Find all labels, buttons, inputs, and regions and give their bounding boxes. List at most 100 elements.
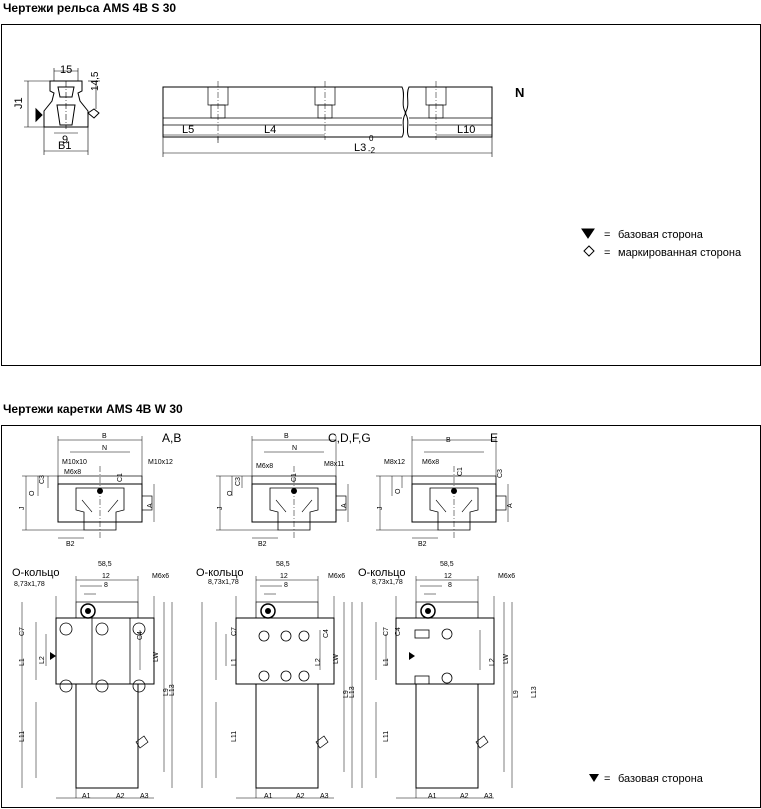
dim-ab-m3: M10x12 xyxy=(148,459,173,466)
plan-e-585: 58,5 xyxy=(440,561,454,568)
plan-ab-l13: L13 xyxy=(169,684,176,696)
dim-ab-b: B xyxy=(102,433,107,440)
dim-e-m2: M6x8 xyxy=(422,459,439,466)
plan-cdfg-585: 58,5 xyxy=(276,561,290,568)
plan-e-12: 12 xyxy=(444,573,452,580)
dim-height: 14,5 xyxy=(90,71,101,91)
plan-e-a2: A2 xyxy=(460,793,469,800)
dim-e-c3: C3 xyxy=(497,469,504,478)
carriage-legend-text: базовая сторона xyxy=(618,773,704,785)
carriage-labels: A,B B N M10x10 M6x8 M10x12 C1 C3 O J A B… xyxy=(12,431,704,800)
base-side-triangle-icon xyxy=(35,107,43,123)
plan-e-l11: L11 xyxy=(383,731,390,742)
variant-label-cdfg: C,D,F,G xyxy=(328,431,371,445)
plan-cdfg-12: 12 xyxy=(280,573,288,580)
plan-cdfg-a1: A1 xyxy=(264,793,273,800)
dim-cdfg-b2: B2 xyxy=(258,541,267,548)
plan-ab-585: 58,5 xyxy=(98,561,112,568)
plan-e-l9: L9 xyxy=(513,690,520,698)
plan-ab-8: 8 xyxy=(104,582,108,589)
dim-e-o: O xyxy=(395,488,402,494)
plan-cdfg-m6x6: M6x6 xyxy=(328,573,345,580)
dim-cdfg-m2: M8x11 xyxy=(324,461,345,468)
variant-label-e: E xyxy=(490,431,498,445)
plan-cdfg-oring-size: 8,73x1,78 xyxy=(208,579,239,586)
dim-e-c1: C1 xyxy=(457,467,464,476)
dim-e-b2: B2 xyxy=(418,541,427,548)
rail-labels: 15 14,5 J1 9 B1 L5 L4 L3 0 -2 L10 N = ба… xyxy=(13,64,742,259)
dim-e-m1: M8x12 xyxy=(384,459,405,466)
plan-cdfg-l13: L13 xyxy=(349,686,356,698)
carriage-legend-sep: = xyxy=(604,773,610,785)
plan-e-a1: A1 xyxy=(428,793,437,800)
dim-l3-tol-lower: -2 xyxy=(368,146,376,155)
marked-side-diamond-icon xyxy=(87,108,100,119)
dim-ab-m2: M6x8 xyxy=(64,469,81,476)
dim-b1: B1 xyxy=(58,140,71,152)
dim-cdfg-a: A xyxy=(341,503,348,508)
dim-ab-n: N xyxy=(102,445,107,452)
carriage-plan-view-ab xyxy=(21,575,173,799)
legend-triangle-down-icon xyxy=(581,228,595,239)
plan-e-l13: L13 xyxy=(531,686,538,698)
plan-ab-c7: C7 xyxy=(19,627,26,636)
rail-side-view xyxy=(162,81,493,157)
plan-cdfg-oring: О-кольцо xyxy=(196,567,243,579)
plan-e-l1: L1 xyxy=(383,658,390,666)
dim-cdfg-o: O xyxy=(227,490,234,496)
dim-l3: L3 xyxy=(354,142,366,154)
dim-e-a: A xyxy=(507,503,514,508)
carriage-legend-triangle-down-icon xyxy=(589,774,599,782)
rail-section-title: Чертежи рельса AMS 4B S 30 xyxy=(3,1,177,15)
rail-profile xyxy=(24,68,100,155)
dim-ab-o: O xyxy=(29,490,36,496)
plan-e-m6x6: M6x6 xyxy=(498,573,515,580)
dim-ab-c3: C3 xyxy=(39,475,46,484)
plan-cdfg-c4: C4 xyxy=(323,629,330,638)
carriage-plan-view-e xyxy=(361,575,513,799)
dim-cdfg-j: J xyxy=(217,507,224,511)
dim-l10: L10 xyxy=(457,124,475,136)
dim-cdfg-n: N xyxy=(292,445,297,452)
plan-ab-oring-size: 8,73x1,78 xyxy=(14,581,45,588)
dim-e-b: B xyxy=(446,437,451,444)
plan-ab-c4: C4 xyxy=(137,631,144,640)
plan-ab-l1: L1 xyxy=(19,658,26,666)
plan-cdfg-a3: A3 xyxy=(320,793,329,800)
legend-sep-2: = xyxy=(604,247,610,259)
plan-ab-m6x6: M6x6 xyxy=(152,573,169,580)
legend-text-2: маркированная сторона xyxy=(618,247,742,259)
plan-e-8: 8 xyxy=(448,582,452,589)
carriage-section-title: Чертежи каретки AMS 4B W 30 xyxy=(3,402,183,416)
plan-ab-12: 12 xyxy=(102,573,110,580)
dim-cdfg-c1: C1 xyxy=(291,473,298,482)
dim-b: 9 xyxy=(62,134,68,146)
dim-l5: L5 xyxy=(182,124,194,136)
rail-n-label: N xyxy=(515,85,524,100)
dim-ab-a: A xyxy=(147,503,154,508)
plan-cdfg-c7: C7 xyxy=(231,627,238,636)
carriage-drawing-frame: A,B B N M10x10 M6x8 M10x12 C1 C3 O J A B… xyxy=(1,425,761,808)
plan-cdfg-a2: A2 xyxy=(296,793,305,800)
plan-e-a3: A3 xyxy=(484,793,493,800)
plan-e-oring: О-кольцо xyxy=(358,567,405,579)
legend-text-1: базовая сторона xyxy=(618,229,704,241)
legend-sep-1: = xyxy=(604,229,610,241)
plan-ab-a1: A1 xyxy=(82,793,91,800)
plan-e-c4: C4 xyxy=(395,627,402,636)
legend-diamond-icon xyxy=(583,245,595,257)
plan-cdfg-8: 8 xyxy=(284,582,288,589)
plan-ab-a3: A3 xyxy=(140,793,149,800)
carriage-plan-view-cdfg xyxy=(201,575,353,799)
plan-e-l2: L2 xyxy=(489,658,496,666)
dim-l4: L4 xyxy=(264,124,276,136)
plan-e-c7: C7 xyxy=(383,627,390,636)
plan-cdfg-l9: L9 xyxy=(343,690,350,698)
dim-j1: J1 xyxy=(13,97,25,109)
dim-ab-c1: C1 xyxy=(117,473,124,482)
plan-ab-oring: О-кольцо xyxy=(12,567,59,579)
plan-ab-a2: A2 xyxy=(116,793,125,800)
plan-ab-lw: LW xyxy=(153,652,160,662)
dim-e-j: J xyxy=(377,507,384,511)
dim-ab-b2: B2 xyxy=(66,541,75,548)
